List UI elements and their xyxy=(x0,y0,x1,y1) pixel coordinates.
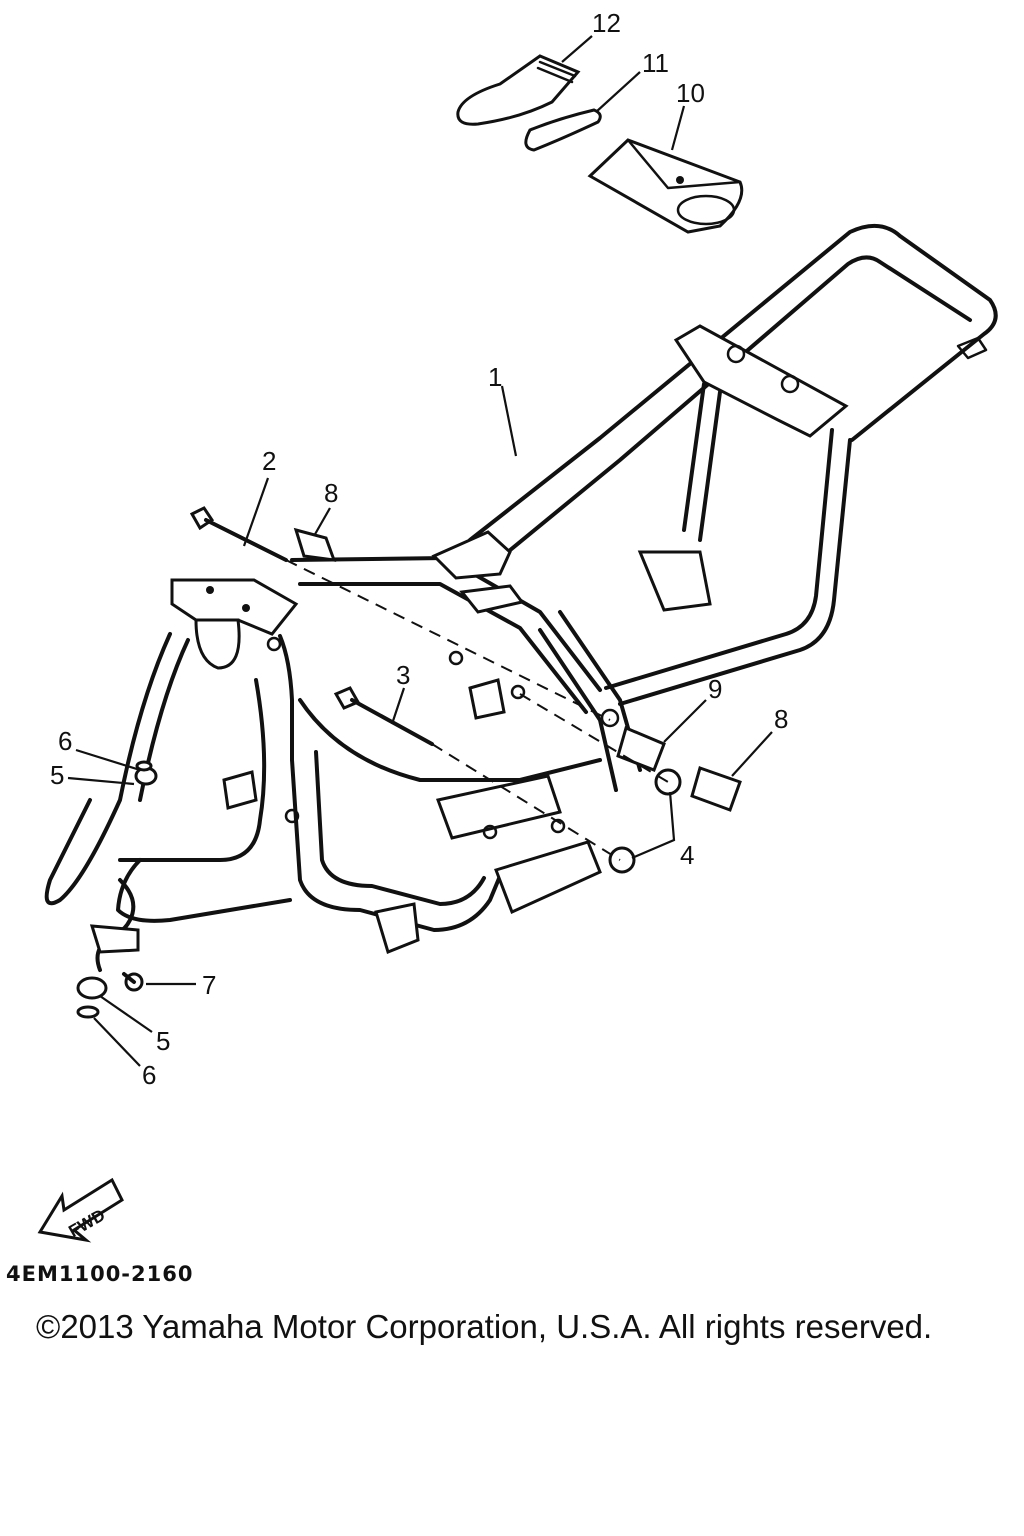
callout-6-upper: 6 xyxy=(58,726,72,756)
part-5-6-upper xyxy=(134,760,158,786)
main-frame xyxy=(44,224,998,972)
callout-2: 2 xyxy=(262,446,276,476)
part-5-6-lower xyxy=(76,976,108,1019)
callout-4: 4 xyxy=(680,840,694,870)
callout-3: 3 xyxy=(396,660,410,690)
fwd-arrow-icon: FWD xyxy=(37,1177,124,1243)
part-9-collar xyxy=(616,725,666,772)
callout-1: 1 xyxy=(488,362,502,392)
part-12-strip xyxy=(456,54,581,126)
callout-10: 10 xyxy=(676,78,705,108)
callout-6-lower: 6 xyxy=(142,1060,156,1090)
part-2-bolt xyxy=(189,506,288,562)
callout-7: 7 xyxy=(202,970,216,1000)
callout-9: 9 xyxy=(708,674,722,704)
part-8-collar-right xyxy=(690,766,742,812)
part-3-bolt xyxy=(333,686,434,746)
part-10-bag xyxy=(587,138,744,234)
part-8-collar-upper xyxy=(293,527,337,562)
part-11-pad xyxy=(524,108,602,152)
callout-11: 11 xyxy=(642,48,669,78)
callout-5-lower: 5 xyxy=(156,1026,170,1056)
callout-8-upper: 8 xyxy=(324,478,338,508)
callout-5-upper: 5 xyxy=(50,760,64,790)
callout-8-right: 8 xyxy=(774,704,788,734)
copyright-notice: ©2013 Yamaha Motor Corporation, U.S.A. A… xyxy=(36,1308,933,1345)
part-code: 4EM1100-2160 xyxy=(6,1262,194,1286)
part-7-bolt xyxy=(122,972,144,992)
callout-12: 12 xyxy=(592,8,621,38)
part-4-nuts xyxy=(608,768,682,874)
